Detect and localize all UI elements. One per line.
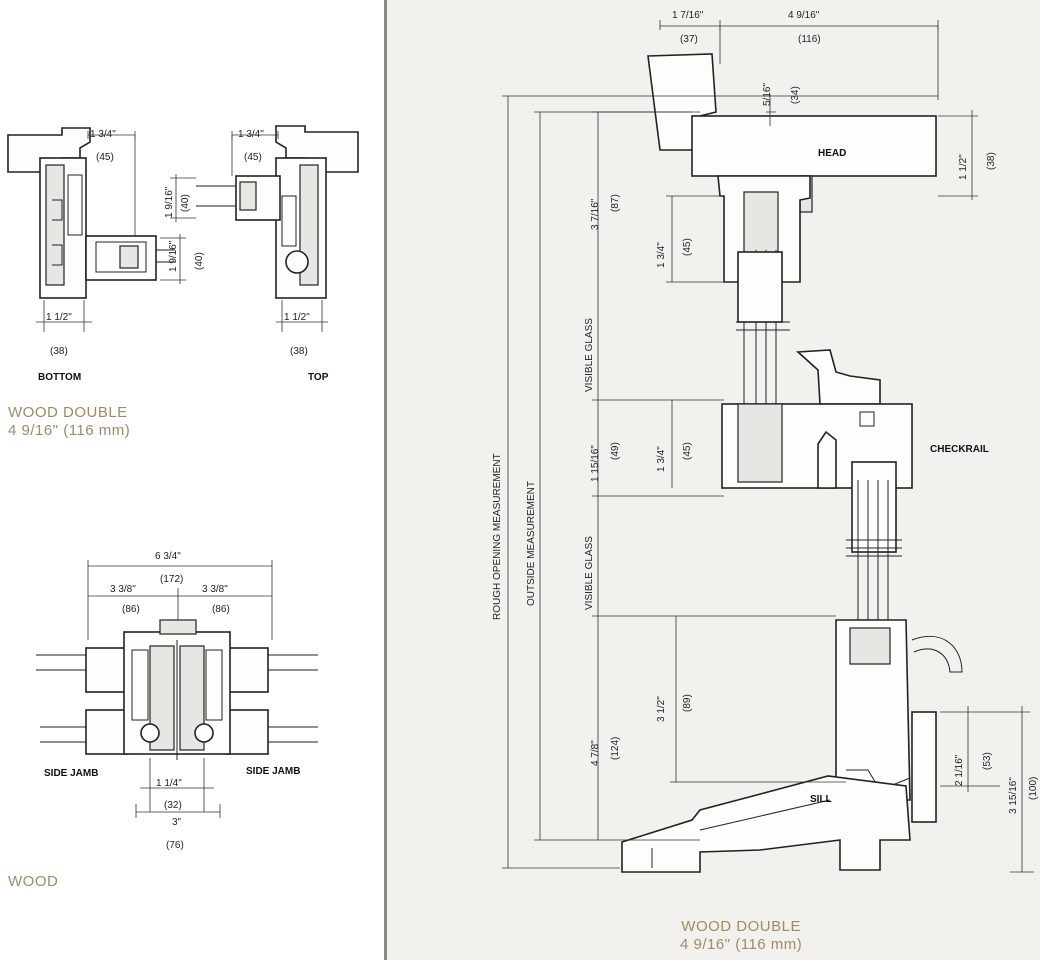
- dim-text: (89): [682, 694, 693, 712]
- dim-text: 3 15/16": [1008, 777, 1019, 814]
- label-checkrail: CHECKRAIL: [930, 444, 989, 455]
- bottom-rail-detail: [7, 127, 175, 299]
- dim-text: (45): [96, 152, 114, 163]
- dim-text: 2 1/16": [954, 754, 965, 786]
- dim-text: (45): [244, 152, 262, 163]
- dim-text: (100): [1028, 777, 1039, 800]
- dim-visible-glass-lower: VISIBLE GLASS: [584, 536, 595, 610]
- caption-top: WOOD DOUBLE 4 9/16" (116 mm): [8, 404, 130, 440]
- label-bottom: BOTTOM: [38, 372, 81, 383]
- dim-text: 5/16": [762, 83, 773, 106]
- dim-text: 1 9/16": [168, 240, 179, 272]
- caption-line: WOOD DOUBLE: [8, 404, 128, 421]
- caption-bottom: WOOD: [8, 873, 58, 891]
- dim-text: (116): [798, 34, 821, 45]
- dim-text: 1 1/2": [46, 312, 72, 323]
- caption-right: WOOD DOUBLE 4 9/16" (116 mm): [680, 918, 802, 954]
- panel-divider: [384, 0, 387, 960]
- top-rail-detail: [196, 125, 359, 299]
- side-jamb-detail: [36, 619, 318, 760]
- dim-text: 3 3/8": [202, 584, 228, 595]
- dim-text: (34): [790, 86, 801, 104]
- dim-text: 4 9/16": [788, 10, 820, 21]
- dim-text: 1 1/2": [958, 154, 969, 180]
- dim-text: 1 3/4": [656, 242, 667, 268]
- dim-text: (172): [160, 574, 183, 585]
- dim-text: (37): [680, 34, 698, 45]
- caption-line: 4 9/16" (116 mm): [8, 422, 131, 439]
- caption-line: WOOD: [8, 873, 59, 890]
- dim-text: 1 9/16": [164, 186, 175, 218]
- dim-text: 1 15/16": [590, 445, 601, 482]
- label-head: HEAD: [818, 148, 846, 159]
- dim-text: (38): [986, 152, 997, 170]
- dim-text: (86): [212, 604, 230, 615]
- dim-text: (76): [166, 840, 184, 851]
- label-side-jamb-left: SIDE JAMB: [44, 768, 98, 779]
- dim-text: 1 3/4": [90, 129, 116, 140]
- dim-rough-opening: ROUGH OPENING MEASUREMENT: [492, 453, 503, 620]
- dim-text: 1 3/4": [238, 129, 264, 140]
- dim-text: 1 3/4": [656, 446, 667, 472]
- dim-text: (40): [194, 252, 205, 270]
- section-dims: 1 7/16" (37) 4 9/16" (116) 5/16" (34) 1 …: [492, 10, 1039, 873]
- dim-outside-measurement: OUTSIDE MEASUREMENT: [526, 481, 537, 606]
- label-sill: SILL: [810, 794, 832, 805]
- dim-text: 4 7/8": [590, 740, 601, 766]
- dim-text: (38): [290, 346, 308, 357]
- dim-text: 1 1/4": [156, 778, 182, 789]
- dim-text: (38): [50, 346, 68, 357]
- section-profiles: [621, 53, 963, 873]
- dim-text: (86): [122, 604, 140, 615]
- caption-line: 4 9/16" (116 mm): [680, 936, 803, 953]
- side-jamb-dims: 6 3/4" (172) 3 3/8" (86) 3 3/8" (86) SID…: [44, 551, 300, 851]
- dim-text: (40): [180, 194, 191, 212]
- label-top: TOP: [308, 372, 329, 383]
- dim-text: 1 1/2": [284, 312, 310, 323]
- dim-text: 3": [172, 817, 182, 828]
- dim-text: 1 7/16": [672, 10, 704, 21]
- label-side-jamb-right: SIDE JAMB: [246, 766, 300, 777]
- dim-text: 6 3/4": [155, 551, 181, 562]
- dim-text: (45): [682, 238, 693, 256]
- dim-text: (53): [982, 752, 993, 770]
- caption-line: WOOD DOUBLE: [681, 918, 801, 935]
- dim-text: (32): [164, 800, 182, 811]
- top-rail-dims: 1 3/4" (45) 1 9/16" (40) 1 1/2" (38) TOP: [164, 129, 329, 383]
- dim-text: (87): [610, 194, 621, 212]
- dim-text: 3 7/16": [590, 198, 601, 230]
- left-drawings: 1 3/4" (45) 1 9/16" (40) 1 1/2" (38) BOT…: [7, 125, 359, 851]
- bottom-rail-dims: 1 3/4" (45) 1 9/16" (40) 1 1/2" (38) BOT…: [36, 129, 205, 383]
- dim-text: 3 1/2": [656, 696, 667, 722]
- dim-text: (124): [610, 737, 621, 760]
- dim-text: 3 3/8": [110, 584, 136, 595]
- dim-visible-glass-upper: VISIBLE GLASS: [584, 318, 595, 392]
- dim-text: (49): [610, 442, 621, 460]
- dim-text: (45): [682, 442, 693, 460]
